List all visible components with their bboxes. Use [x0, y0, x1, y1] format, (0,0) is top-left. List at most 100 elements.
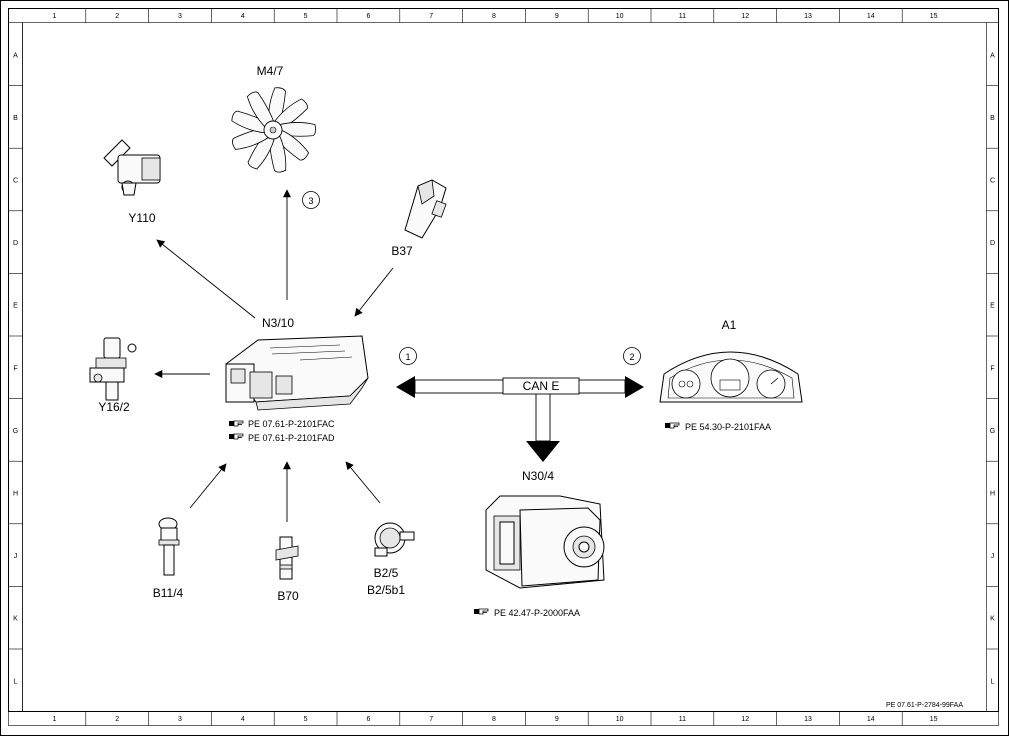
- reference-n310-2: PE 07.61-P-2101FAD: [228, 433, 335, 443]
- label-b114: B11/4: [153, 586, 184, 600]
- grid-row-label: D: [13, 240, 18, 247]
- signal-arrows: [154, 189, 394, 522]
- grid-column-label: 9: [555, 13, 559, 20]
- grid-column-label: 7: [429, 13, 433, 20]
- label-m47: M4/7: [257, 64, 284, 78]
- svg-text:2: 2: [629, 352, 634, 362]
- grid-row-label: C: [990, 178, 995, 185]
- svg-text:PE 54.30-P-2101FAA: PE 54.30-P-2101FAA: [685, 422, 771, 432]
- grid-column-label: 5: [304, 13, 308, 20]
- fan-blade: [246, 91, 275, 129]
- svg-text:1: 1: [405, 352, 410, 362]
- grid-row-label: A: [13, 52, 18, 59]
- arrow-to-y110: [156, 239, 256, 319]
- row-grid-ticks: A A B B C C D D E E F F G G H H J J K K L L: [8, 52, 999, 685]
- grid-row-label: A: [990, 52, 995, 59]
- grid-row-label: E: [13, 303, 18, 310]
- grid-column-label: 10: [616, 13, 624, 20]
- reference-a1: PE 54.30-P-2101FAA: [664, 422, 771, 432]
- grid-column-label: 11: [679, 716, 686, 723]
- can-bus-label: CAN E: [523, 379, 560, 393]
- grid-column-label: 15: [930, 716, 938, 723]
- crankshaft-sensor-b70-icon: [275, 536, 299, 580]
- arrow-from-b114: [189, 463, 227, 509]
- grid-column-label: 13: [804, 716, 812, 723]
- temperature-sensor-b114-icon: [158, 517, 180, 576]
- grid-row-label: B: [990, 115, 995, 122]
- document-id: PE 07.61-P-2784-99FAA: [886, 702, 963, 709]
- reference-n304: PE 42.47-P-2000FAA: [473, 608, 580, 618]
- grid-row-label: G: [13, 428, 18, 435]
- label-b25b1: B2/5b1: [367, 583, 405, 597]
- grid-column-label: 12: [741, 13, 749, 20]
- svg-text:PE 07.61-P-2101FAC: PE 07.61-P-2101FAC: [248, 419, 335, 429]
- label-y110: Y110: [128, 211, 155, 225]
- engine-control-unit-icon: [225, 335, 369, 411]
- arrow-from-b37: [354, 267, 394, 317]
- grid-row-label: F: [13, 365, 17, 372]
- grid-column-label: 4: [241, 716, 245, 723]
- reference-n310-1: PE 07.61-P-2101FAC: [228, 419, 335, 429]
- grid-column-label: 3: [178, 13, 182, 20]
- grid-row-label: B: [13, 115, 18, 122]
- grid-column-label: 5: [304, 716, 308, 723]
- grid-column-label: 6: [366, 13, 370, 20]
- grid-row-label: F: [990, 365, 994, 372]
- svg-text:3: 3: [308, 196, 313, 206]
- grid-row-label: G: [990, 428, 995, 435]
- grid-row-label: J: [991, 553, 995, 560]
- label-y162: Y16/2: [98, 400, 130, 414]
- grid-column-label: 10: [616, 716, 624, 723]
- grid-column-label: 15: [930, 13, 938, 20]
- svg-text:PE 07.61-P-2101FAD: PE 07.61-P-2101FAD: [248, 433, 335, 443]
- grid-column-label: 2: [115, 13, 119, 20]
- label-b25: B2/5: [374, 566, 399, 580]
- grid-column-label: 8: [492, 13, 496, 20]
- grid-row-label: H: [990, 491, 995, 498]
- valve-y110-icon: [103, 139, 161, 196]
- grid-column-label: 9: [555, 716, 559, 723]
- grid-row-label: L: [14, 678, 18, 685]
- grid-row-label: E: [990, 303, 995, 310]
- grid-column-label: 1: [52, 716, 56, 723]
- grid-column-label: 4: [241, 13, 245, 20]
- grid-row-label: C: [13, 178, 18, 185]
- grid-column-label: 14: [867, 716, 875, 723]
- fan-motor-icon: [231, 87, 317, 173]
- grid-column-label: 13: [804, 13, 812, 20]
- grid-row-label: K: [13, 616, 18, 623]
- label-b70: B70: [277, 589, 299, 603]
- grid-column-label: 1: [52, 13, 56, 20]
- label-a1: A1: [722, 318, 737, 332]
- grid-column-label: 2: [115, 716, 119, 723]
- pedal-sensor-b37-icon: [404, 179, 447, 239]
- grid-row-label: H: [13, 491, 18, 498]
- grid-row-label: K: [990, 616, 995, 623]
- arrow-from-b25: [345, 461, 381, 504]
- grid-row-label: L: [991, 678, 995, 685]
- instrument-cluster-icon: [659, 351, 803, 403]
- grid-column-label: 14: [867, 13, 875, 20]
- column-grid-ticks: 1122334455667788991010111112121313141415…: [52, 8, 938, 726]
- grid-column-label: 6: [366, 716, 370, 723]
- svg-text:PE 42.47-P-2000FAA: PE 42.47-P-2000FAA: [494, 608, 580, 618]
- grid-row-label: D: [990, 240, 995, 247]
- grid-column-label: 11: [679, 13, 686, 20]
- valve-y162-icon: [89, 337, 137, 401]
- grid-column-label: 8: [492, 716, 496, 723]
- esp-control-unit-icon: [485, 495, 605, 589]
- callout-1: 1: [399, 347, 417, 365]
- label-n304: N30/4: [522, 469, 554, 483]
- hot-film-mass-airflow-sensor-b25-icon: [374, 522, 415, 557]
- label-b37: B37: [391, 244, 413, 258]
- label-n310: N3/10: [262, 316, 294, 330]
- can-e-bus: CAN E: [396, 376, 644, 462]
- callout-3: 3: [302, 191, 320, 209]
- grid-column-label: 7: [429, 716, 433, 723]
- grid-column-label: 12: [741, 716, 749, 723]
- callout-2: 2: [623, 347, 641, 365]
- grid-column-label: 3: [178, 716, 182, 723]
- grid-row-label: J: [14, 553, 18, 560]
